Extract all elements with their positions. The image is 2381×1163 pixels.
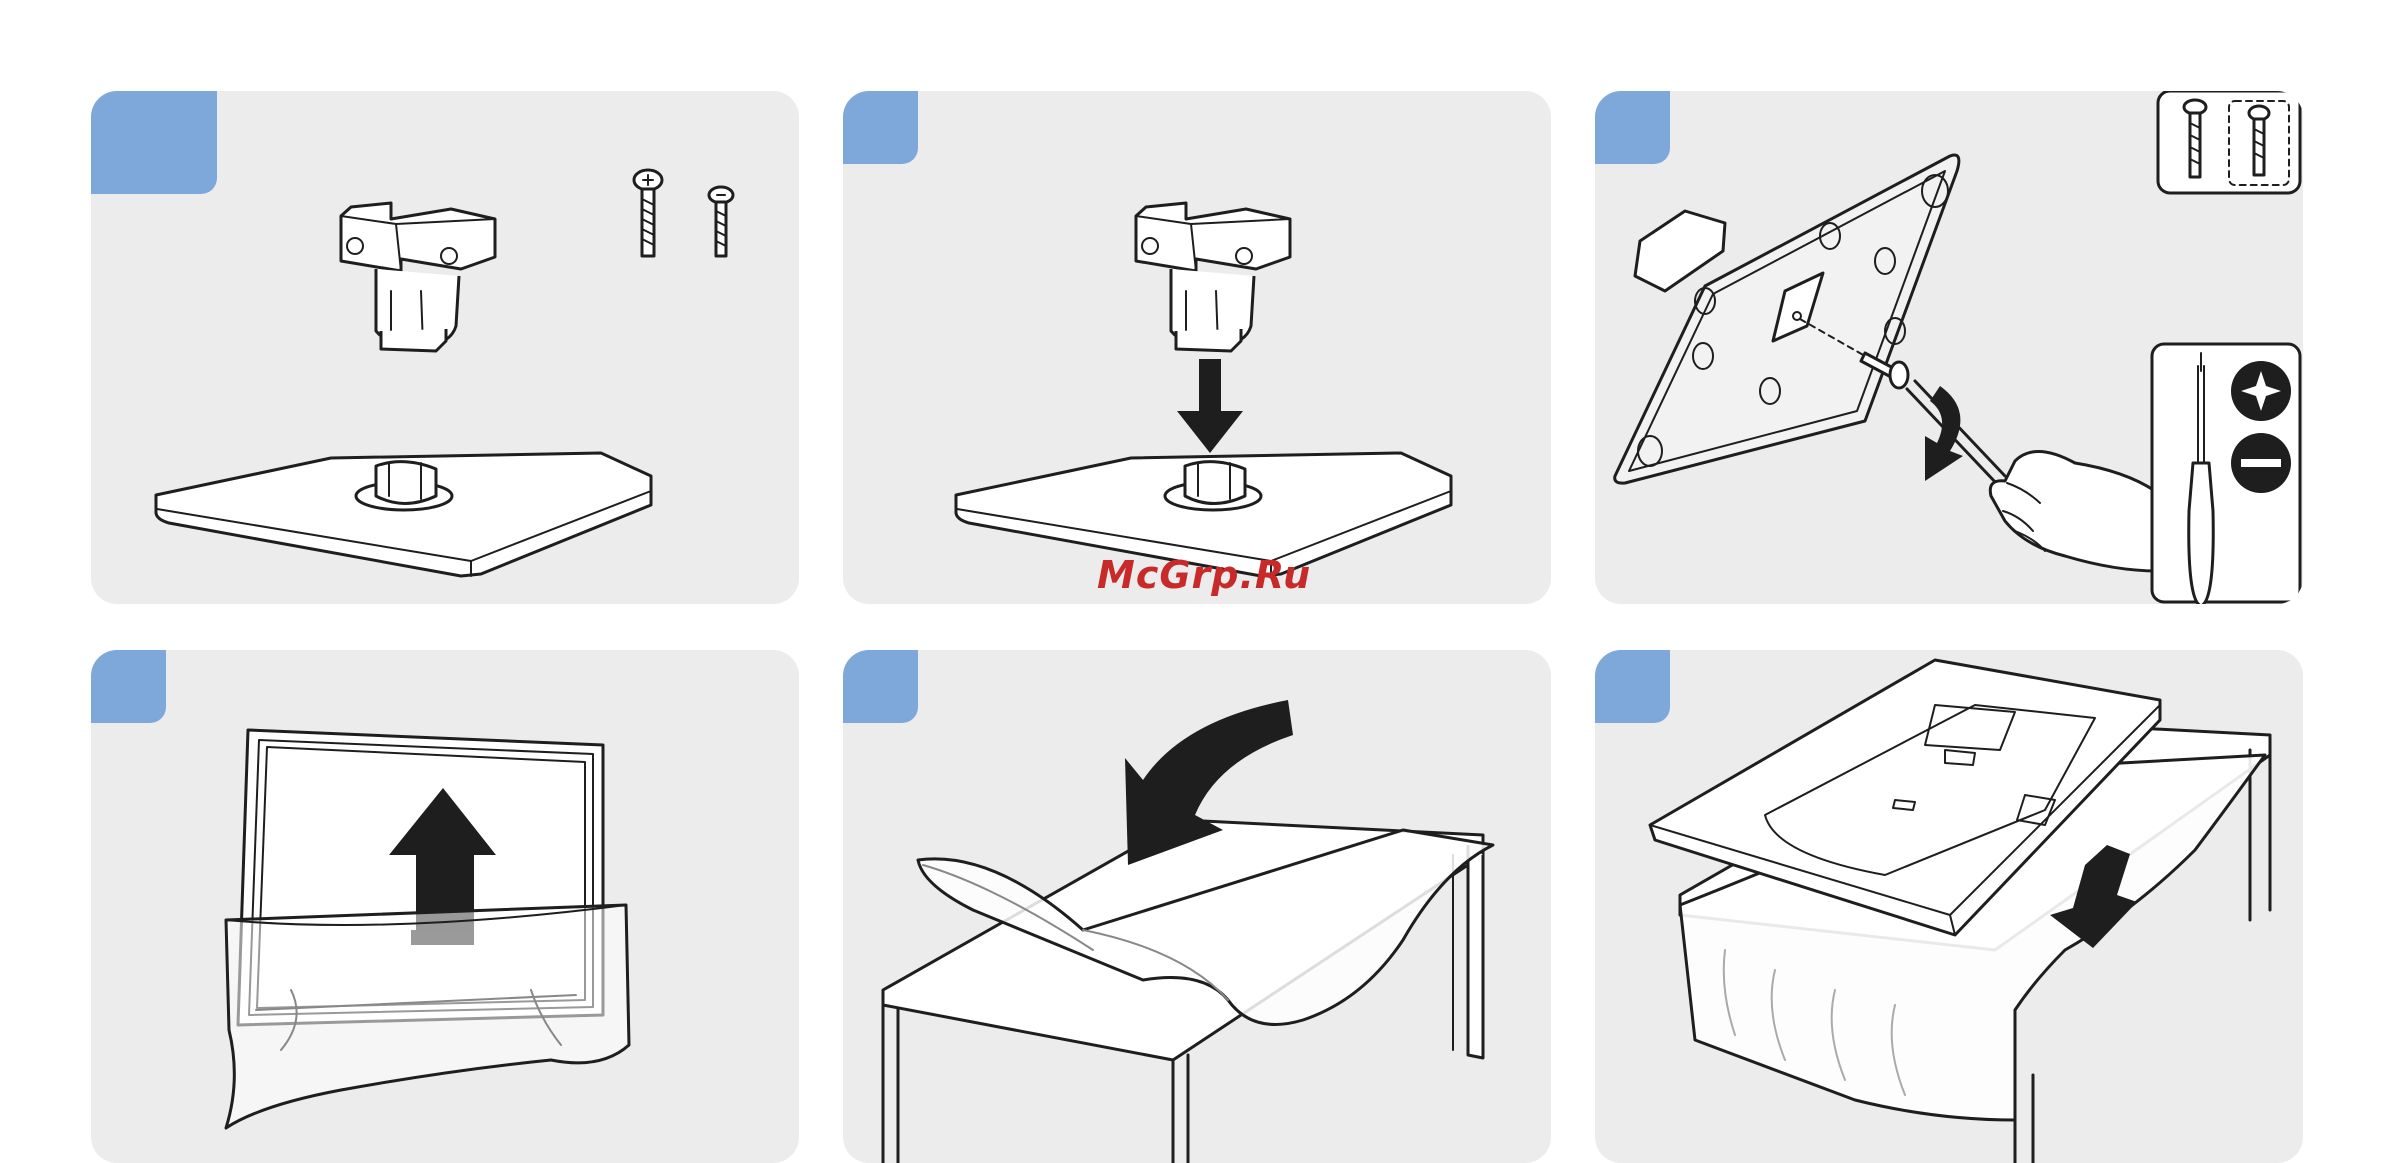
phillips-head-icon xyxy=(2231,361,2291,421)
rotation-arrow-icon xyxy=(1925,386,1963,481)
screw-icon xyxy=(709,187,733,256)
stand-base-icon xyxy=(156,453,651,576)
down-arrow-icon xyxy=(1177,359,1243,453)
screw-type-box xyxy=(2158,91,2300,193)
step-3-panel xyxy=(1595,91,2303,604)
stand-neck-icon xyxy=(341,203,495,351)
step-2-panel xyxy=(843,91,1551,604)
step-5-illustration xyxy=(843,650,1551,1163)
watermark: McGrp.Ru xyxy=(1097,553,1311,597)
step-1-illustration xyxy=(91,91,799,604)
step-6-panel xyxy=(1595,650,2303,1163)
step-4-illustration xyxy=(91,650,799,1163)
step-5-panel xyxy=(843,650,1551,1163)
step-4-panel xyxy=(91,650,799,1163)
step-6-illustration xyxy=(1595,650,2303,1163)
step-2-illustration xyxy=(843,91,1551,604)
screw-icon xyxy=(634,170,662,256)
stand-underside-icon xyxy=(1615,155,1959,483)
step-3-illustration xyxy=(1595,91,2303,604)
flat-head-icon xyxy=(2231,433,2291,493)
bag-icon xyxy=(226,905,629,1128)
step-1-panel xyxy=(91,91,799,604)
stand-neck-icon xyxy=(1136,203,1290,351)
